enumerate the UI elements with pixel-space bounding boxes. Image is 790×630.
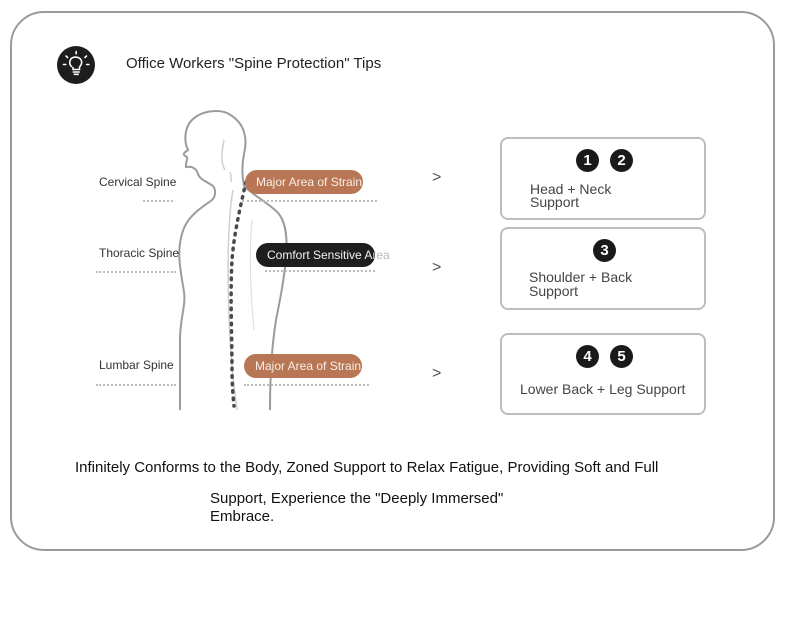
description-line-2: Support, Experience the "Deeply Immersed… xyxy=(210,490,504,507)
page-title: Office Workers "Spine Protection" Tips xyxy=(126,55,382,72)
chevron-right-icon: > xyxy=(432,365,442,382)
description-line-3: Embrace. xyxy=(210,508,275,525)
comfort-area-badge: Comfort Sensitive Area xyxy=(256,243,390,267)
leader-line xyxy=(265,270,375,272)
leader-line xyxy=(244,384,369,386)
human-figure-illustration xyxy=(178,110,288,411)
leader-line xyxy=(96,384,176,386)
cervical-spine-label: Cervical Spine xyxy=(99,175,177,189)
support-label: Support xyxy=(530,194,580,210)
support-label: Head + Neck xyxy=(530,181,612,197)
lightbulb-icon xyxy=(57,46,95,84)
leader-line xyxy=(96,271,176,273)
support-box-head-neck: 1 2 Head + Neck Support xyxy=(500,137,706,220)
leader-line xyxy=(242,200,377,202)
support-label: Support xyxy=(529,283,579,299)
thoracic-spine-label: Thoracic Spine xyxy=(99,246,180,260)
lumbar-spine-label: Lumbar Spine xyxy=(99,358,174,372)
support-box-lower-back-leg: 4 5 Lower Back + Leg Support xyxy=(500,333,706,415)
strain-area-badge: Major Area of Strain xyxy=(244,354,362,378)
comfort-area-text-fade: rea xyxy=(372,248,390,262)
description-line-1: Infinitely Conforms to the Body, Zoned S… xyxy=(75,459,659,476)
comfort-area-text: Comfort Sensitive A xyxy=(267,248,373,262)
support-box-shoulder-back: 3 Shoulder + Back Support xyxy=(500,227,706,310)
support-label: Shoulder + Back xyxy=(529,269,633,285)
chevron-right-icon: > xyxy=(432,169,442,186)
number-badge: 1 xyxy=(576,149,599,172)
support-label: Lower Back + Leg Support xyxy=(520,381,686,397)
number-badge: 5 xyxy=(610,345,633,368)
number-badge: 3 xyxy=(593,239,616,262)
strain-area-badge: Major Area of Strain xyxy=(245,170,363,194)
number-badge: 4 xyxy=(576,345,599,368)
chevron-right-icon: > xyxy=(432,259,442,276)
leader-line xyxy=(143,200,173,202)
number-badge: 2 xyxy=(610,149,633,172)
